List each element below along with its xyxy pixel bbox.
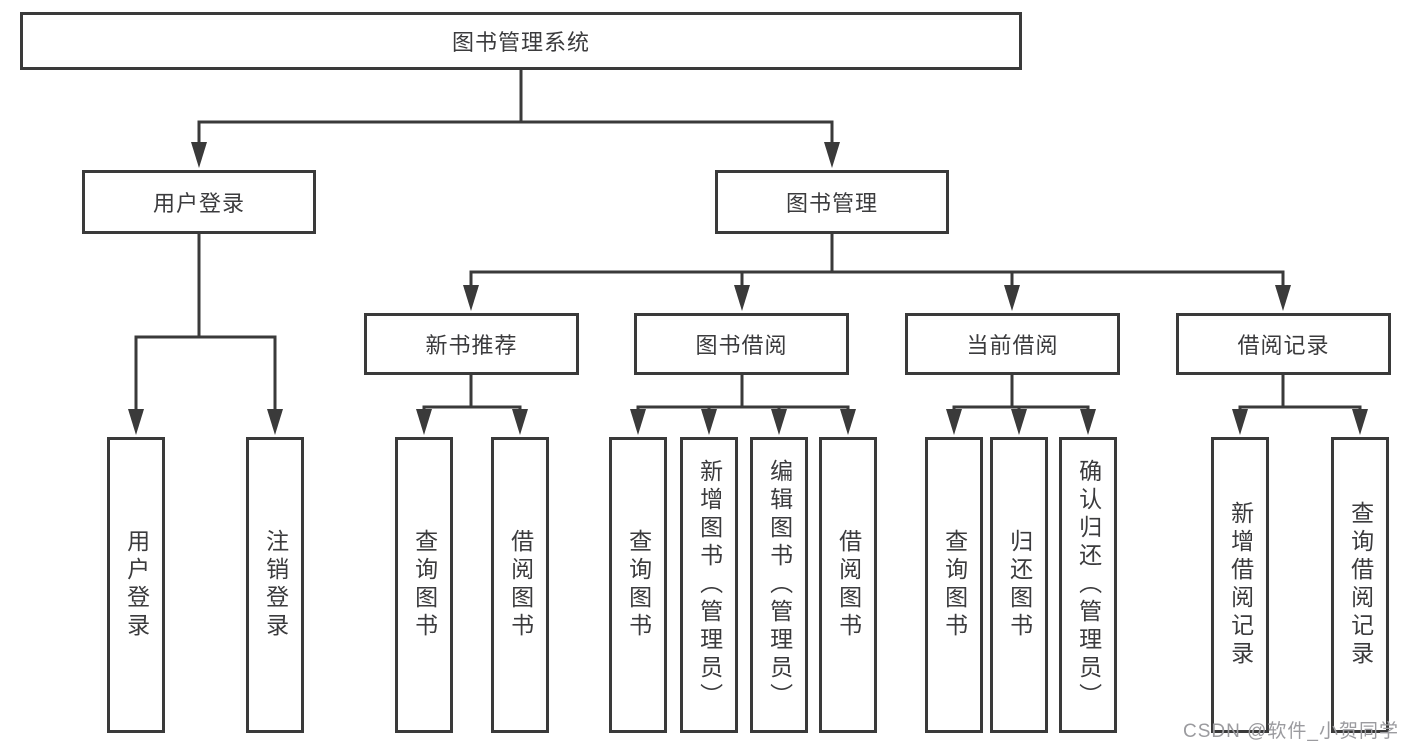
leaf-borrow-books-1-label: 借阅图书 <box>507 529 534 641</box>
leaf-borrow-books-2: 借阅图书 <box>819 437 877 733</box>
node-borrow-record: 借阅记录 <box>1176 313 1391 375</box>
leaf-add-borrow-record-label: 新增借阅记录 <box>1227 501 1254 669</box>
node-book-management: 图书管理 <box>715 170 949 234</box>
node-book-borrow-label: 图书借阅 <box>695 333 788 358</box>
leaf-query-books-3: 查询图书 <box>925 437 983 733</box>
node-user-login-label: 用户登录 <box>152 191 245 216</box>
node-book-management-label: 图书管理 <box>785 191 878 216</box>
node-new-book-recommend: 新书推荐 <box>364 313 579 375</box>
leaf-query-books-1: 查询图书 <box>395 437 453 733</box>
leaf-query-borrow-record: 查询借阅记录 <box>1331 437 1389 733</box>
watermark: CSDN @软件_小贺同学 <box>1183 721 1399 742</box>
node-current-borrow-label: 当前借阅 <box>966 333 1059 358</box>
node-borrow-record-label: 借阅记录 <box>1237 333 1330 358</box>
node-user-login: 用户登录 <box>82 170 316 234</box>
node-new-book-recommend-label: 新书推荐 <box>425 333 518 358</box>
leaf-query-books-3-label: 查询图书 <box>941 529 968 641</box>
node-root-label: 图书管理系统 <box>451 30 590 55</box>
leaf-query-borrow-record-label: 查询借阅记录 <box>1347 501 1374 669</box>
leaf-add-books-admin-label: 新增图书（管理员） <box>696 459 723 711</box>
leaf-confirm-return-admin-label: 确认归还（管理员） <box>1075 459 1102 711</box>
leaf-borrow-books-1: 借阅图书 <box>491 437 549 733</box>
leaf-edit-books-admin: 编辑图书（管理员） <box>750 437 808 733</box>
node-current-borrow: 当前借阅 <box>905 313 1120 375</box>
leaf-add-books-admin: 新增图书（管理员） <box>680 437 738 733</box>
leaf-confirm-return-admin: 确认归还（管理员） <box>1059 437 1117 733</box>
leaf-logout: 注销登录 <box>246 437 304 733</box>
leaf-edit-books-admin-label: 编辑图书（管理员） <box>766 459 793 711</box>
node-root: 图书管理系统 <box>20 12 1022 70</box>
leaf-query-books-2-label: 查询图书 <box>625 529 652 641</box>
leaf-add-borrow-record: 新增借阅记录 <box>1211 437 1269 733</box>
leaf-return-books: 归还图书 <box>990 437 1048 733</box>
leaf-query-books-1-label: 查询图书 <box>411 529 438 641</box>
leaf-return-books-label: 归还图书 <box>1006 529 1033 641</box>
node-book-borrow: 图书借阅 <box>634 313 849 375</box>
leaf-borrow-books-2-label: 借阅图书 <box>835 529 862 641</box>
leaf-user-login: 用户登录 <box>107 437 165 733</box>
leaf-user-login-label: 用户登录 <box>123 529 150 641</box>
leaf-query-books-2: 查询图书 <box>609 437 667 733</box>
leaf-logout-label: 注销登录 <box>262 529 289 641</box>
